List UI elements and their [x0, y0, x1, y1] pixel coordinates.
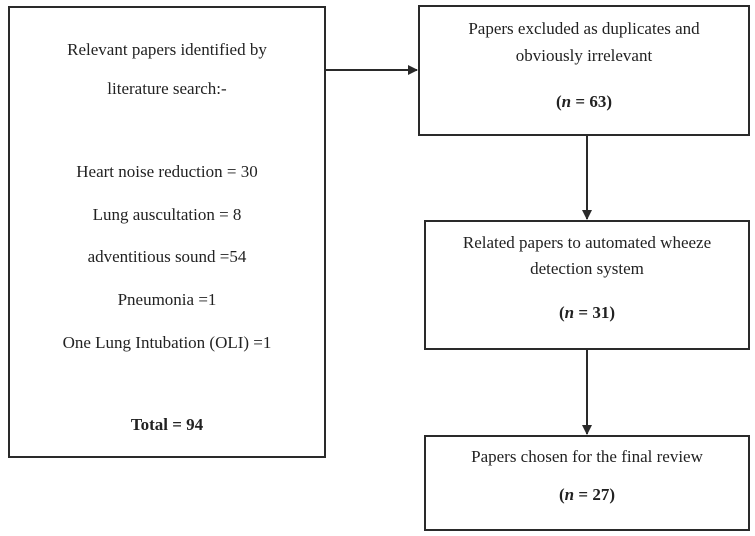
search-item-adventitious-sound: adventitious sound =54 [87, 247, 247, 266]
search-item-oli: One Lung Intubation (OLI) =1 [62, 333, 272, 352]
related-line2: detection system [530, 259, 644, 278]
final-n-value: = 27 [574, 485, 610, 504]
final-n-symbol: n [564, 485, 575, 504]
related-line1: Related papers to automated wheeze [462, 233, 712, 252]
search-total: Total = 94 [130, 415, 204, 434]
excluded-line2: obviously irrelevant [515, 46, 653, 65]
search-results-box: Relevant papers identified by literature… [8, 6, 326, 458]
related-n-symbol: n [564, 303, 575, 322]
excluded-n-value: = 63 [571, 92, 607, 111]
search-item-lung-auscultation: Lung auscultation = 8 [92, 205, 242, 224]
excluded-count: (n = 63) [556, 92, 612, 111]
search-item-pneumonia: Pneumonia =1 [117, 290, 217, 309]
related-papers-box: Related papers to automated wheeze detec… [424, 220, 750, 350]
related-n-value: = 31 [574, 303, 610, 322]
search-title-line2: literature search:- [107, 79, 227, 98]
related-count: (n = 31) [559, 303, 615, 322]
search-item-heart-noise: Heart noise reduction = 30 [76, 162, 258, 181]
excluded-n-symbol: n [561, 92, 572, 111]
final-review-box: Papers chosen for the final review (n = … [424, 435, 750, 531]
final-line1: Papers chosen for the final review [471, 447, 703, 466]
search-title-line1: Relevant papers identified by [67, 40, 267, 59]
excluded-line1: Papers excluded as duplicates and [468, 19, 700, 38]
excluded-papers-box: Papers excluded as duplicates and obviou… [418, 5, 750, 136]
final-count: (n = 27) [559, 485, 615, 504]
